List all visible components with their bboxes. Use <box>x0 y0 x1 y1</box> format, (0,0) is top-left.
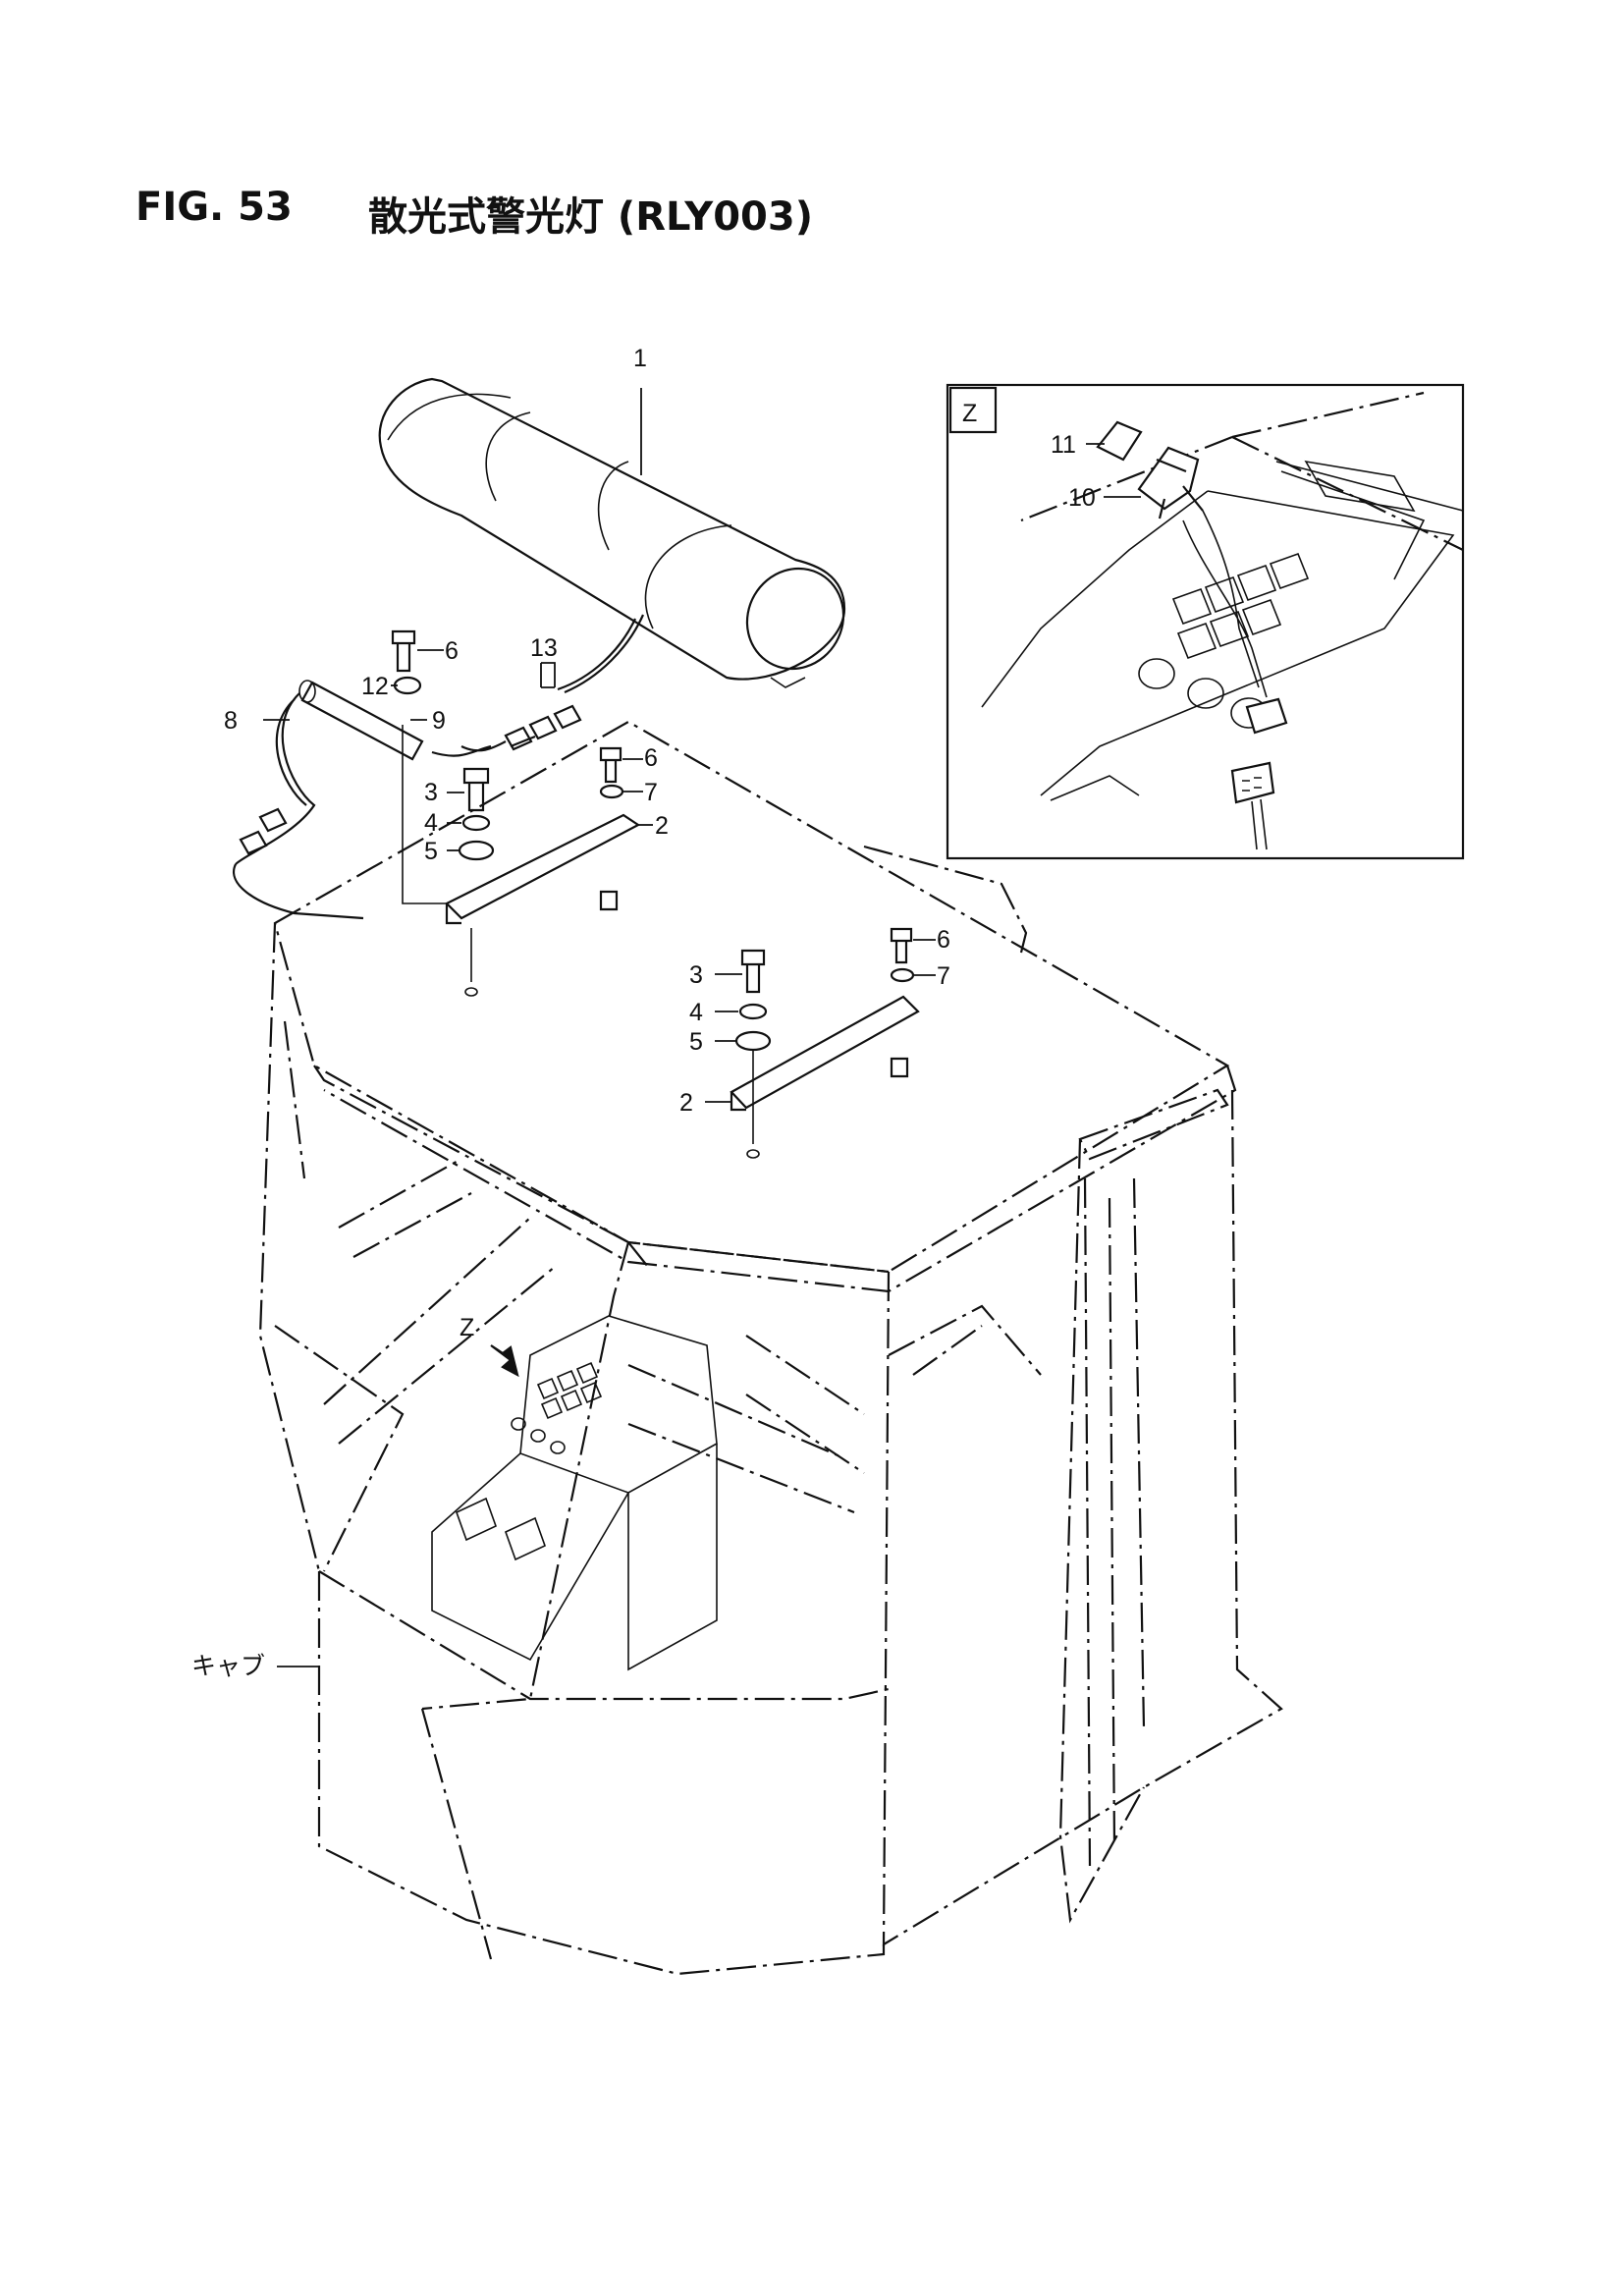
spacer-upper <box>599 890 619 911</box>
cab-interior-lines <box>627 1363 855 1514</box>
roof-handrail <box>1078 1088 1229 1161</box>
cab-floor-edges <box>274 1325 865 1572</box>
mount-hole-upper <box>464 987 478 997</box>
beacon-lens <box>745 567 845 671</box>
axis-lines-upper <box>402 725 472 982</box>
callout-bracket-lower: 2 <box>679 1089 693 1117</box>
spring-washer-7-upper <box>599 784 624 799</box>
cab-right-side <box>882 1089 1283 1946</box>
console-gauge-3 <box>550 1441 566 1454</box>
cab-door-panels <box>1083 1177 1146 1867</box>
rocker-switch <box>1137 446 1268 698</box>
beacon-base <box>770 677 806 688</box>
beacon-light-assembly <box>378 377 846 688</box>
harness-assembly <box>233 614 645 920</box>
callout-screw-top: 6 <box>445 637 459 665</box>
callout-screw-upper: 6 <box>644 744 658 772</box>
callout-bolt-lower: 3 <box>689 961 703 989</box>
inset-frame <box>946 383 1465 860</box>
console-top <box>519 1315 718 1494</box>
cab-front-center-post <box>421 1241 649 1711</box>
inset-switch-array <box>1138 552 1310 729</box>
beacon-bands <box>387 393 732 629</box>
inset-console-edge <box>1050 775 1140 801</box>
bracket-2-lower <box>730 995 920 1112</box>
callout-switch-label: 11 <box>1051 431 1076 459</box>
screw-6-upper <box>599 746 622 784</box>
callout-beacon: 1 <box>633 345 647 372</box>
fastener-group-lower <box>705 927 936 1159</box>
fastener-group-top <box>391 629 653 997</box>
bolt-3-upper <box>462 767 490 812</box>
console-pads <box>456 1497 546 1561</box>
grommet-tube <box>300 681 424 761</box>
callout-spring-washer-lower: 7 <box>937 962 950 990</box>
roof-rear-lip <box>863 845 1028 954</box>
cab-base <box>317 1571 886 1976</box>
washer-12 <box>393 676 422 695</box>
console-switches <box>536 1361 603 1420</box>
spring-washer-7-lower <box>890 967 915 983</box>
inset-detail-z: Z <box>946 383 1465 860</box>
callout-washer-top: 12 <box>361 673 389 700</box>
spacer-lower <box>890 1057 909 1078</box>
callout-harness: 8 <box>224 707 238 735</box>
callout-grommet-tube: 9 <box>432 707 446 735</box>
connector-pairs <box>239 704 582 855</box>
inset-console-panel <box>981 461 1464 796</box>
lock-washer-4-upper <box>461 814 491 832</box>
washer-5-upper <box>458 840 495 861</box>
callout-connectors: 13 <box>530 634 558 662</box>
console-side <box>627 1444 718 1671</box>
callout-washer-lower: 5 <box>689 1028 703 1056</box>
beacon-cable <box>557 614 645 694</box>
console-gauge-1 <box>511 1417 526 1431</box>
control-console: Z <box>431 1314 718 1671</box>
console-front <box>431 1452 629 1662</box>
figure-title: 散光式警光灯 (RLY003) <box>368 194 814 240</box>
washer-5-lower <box>734 1030 772 1052</box>
cab-right-window <box>888 1304 1042 1376</box>
screw-6-top <box>391 629 416 673</box>
inset-connectors <box>1230 697 1288 850</box>
cab-left-post <box>258 922 321 1572</box>
callout-bolt-upper: 3 <box>424 779 438 806</box>
inset-console-outline <box>1020 391 1464 551</box>
cab-roof-edge <box>313 1065 1237 1293</box>
callout-lock-washer-upper: 4 <box>424 809 438 837</box>
inset-label: Z <box>962 400 977 427</box>
grommet-end <box>298 680 316 703</box>
switch-label-plate <box>1096 420 1143 462</box>
inset-label-box <box>948 386 998 434</box>
callout-cab: キャブ <box>191 1653 265 1680</box>
callout-spring-washer-upper: 7 <box>644 779 658 806</box>
figure-number: FIG. 53 <box>135 185 293 230</box>
screw-6-lower <box>890 927 913 964</box>
cab-outline <box>258 720 1283 1976</box>
mount-hole-lower <box>746 1149 760 1159</box>
view-z-marker: Z <box>460 1314 474 1341</box>
bolt-3-lower <box>740 949 766 994</box>
callout-labels: 1 6 13 12 9 8 6 7 3 4 5 2 6 7 3 4 5 2 11… <box>191 345 1096 1680</box>
callout-screw-lower: 6 <box>937 926 950 954</box>
console-gauge-2 <box>530 1429 546 1443</box>
callout-lock-washer-lower: 4 <box>689 999 703 1026</box>
view-z-arrow <box>490 1344 519 1378</box>
beacon-body <box>378 377 846 681</box>
cab-door-frame <box>1058 1138 1145 1924</box>
callout-washer-upper: 5 <box>424 838 438 865</box>
callout-switch: 10 <box>1068 484 1096 512</box>
lock-washer-4-lower <box>738 1003 768 1020</box>
cab-lower-front <box>318 1570 890 1960</box>
callout-bracket-upper: 2 <box>655 812 669 840</box>
inset-display <box>1304 460 1416 513</box>
connector-bracket-13 <box>540 662 556 688</box>
